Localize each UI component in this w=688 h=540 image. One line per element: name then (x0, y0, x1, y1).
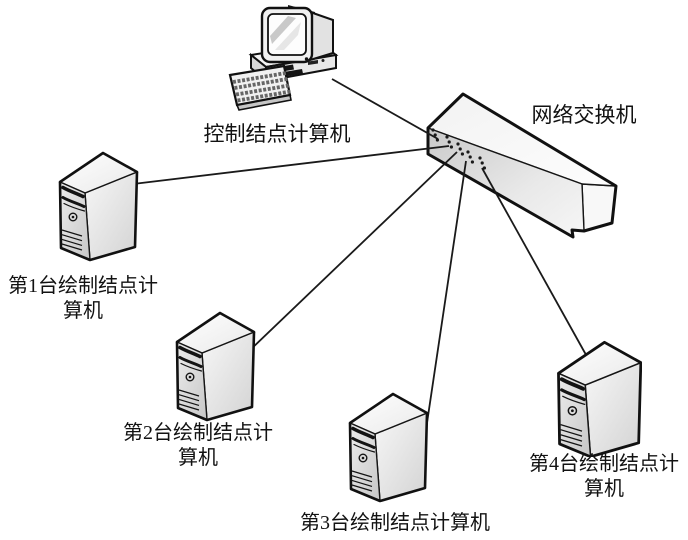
tower-computer-icon (348, 392, 429, 503)
connection-line-node1-to-switch (132, 145, 450, 185)
connection-line-node2-to-switch (247, 151, 458, 353)
draw-node-2-label: 第2台绘制结点计 算机 (123, 422, 273, 469)
connection-line-control-to-switch (331, 78, 439, 140)
switch-ports (431, 128, 486, 170)
network-switch-icon (426, 92, 618, 239)
connection-line-node3-to-switch (423, 160, 467, 444)
draw-node-4-label: 第4台绘制结点计 算机 (529, 453, 679, 500)
tower-computer-icon (556, 340, 642, 457)
tower-computer-icon (175, 311, 256, 422)
network-switch-label: 网络交换机 (531, 103, 637, 127)
desktop-computer-icon (228, 5, 339, 111)
tower-computer-icon (58, 151, 139, 262)
connection-line-node4-to-switch (481, 167, 591, 363)
control-computer-label: 控制结点计算机 (203, 122, 351, 146)
draw-node-1-label: 第1台绘制结点计 算机 (8, 275, 158, 322)
draw-node-3-label: 第3台绘制结点计算机 (300, 512, 490, 534)
